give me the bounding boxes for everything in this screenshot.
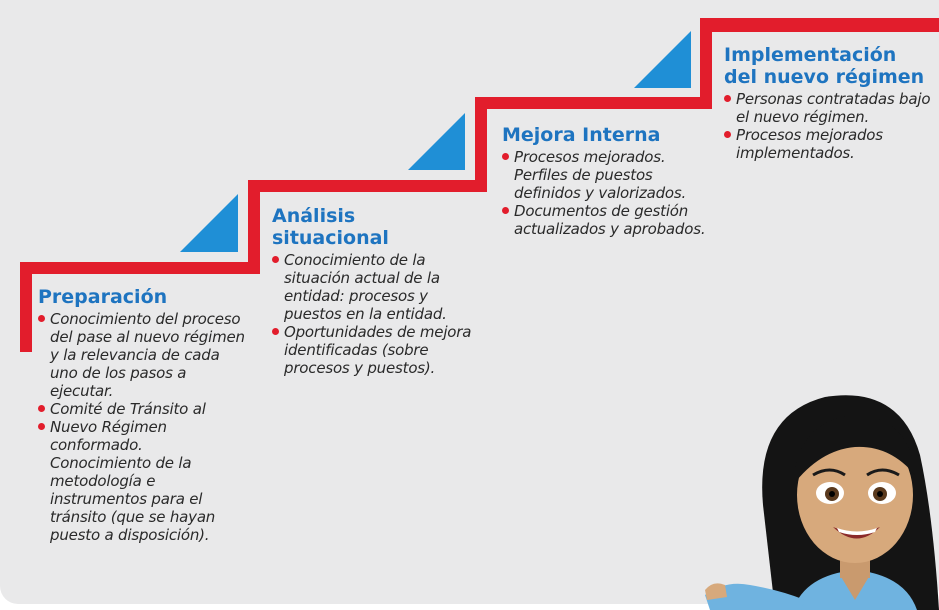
bullet-item: Procesos mejorados. Perfiles de puestos … (502, 148, 717, 202)
bullet-item: Procesos mejorados implementados. (724, 126, 934, 162)
step-mejora-interna: Mejora Interna Procesos mejorados. Perfi… (502, 124, 717, 238)
bullet-dot-icon (272, 328, 279, 335)
stair-line (20, 18, 939, 352)
bullet-item: Conocimiento del proceso del pase al nue… (38, 310, 248, 400)
step-items: Procesos mejorados. Perfiles de puestos … (502, 148, 717, 238)
bullet-dot-icon (38, 405, 45, 412)
step-items: Personas contratadas bajo el nuevo régim… (724, 90, 934, 162)
step-title: Implementación del nuevo régimen (724, 44, 925, 88)
bullet-dot-icon (38, 423, 45, 430)
step-triangle-2 (408, 113, 465, 170)
bullet-item: Personas contratadas bajo el nuevo régim… (724, 90, 934, 126)
bullet-item: Documentos de gestión actualizados y apr… (502, 202, 717, 238)
step-triangle-3 (634, 31, 691, 88)
step-triangle-1 (180, 194, 238, 252)
step-items: Conocimiento de la situación actual de l… (272, 251, 477, 377)
bullet-item: Conocimiento de la situación actual de l… (272, 251, 477, 323)
bullet-dot-icon (724, 131, 731, 138)
step-title: Mejora Interna (502, 124, 661, 146)
step-implementacion: Implementación del nuevo régimen Persona… (724, 44, 934, 162)
bullet-dot-icon (272, 256, 279, 263)
step-preparacion: Preparación Conocimiento del proceso del… (38, 286, 248, 544)
bullet-item: Comité de Tránsito al (38, 400, 248, 418)
woman-avatar-icon (705, 395, 939, 610)
bullet-dot-icon (38, 315, 45, 322)
bullet-dot-icon (502, 153, 509, 160)
step-analisis-situacional: Análisis situacional Conocimiento de la … (272, 205, 477, 377)
bullet-dot-icon (724, 95, 731, 102)
step-title: Análisis situacional (272, 205, 389, 249)
bullet-item: Nuevo Régimen conformado. Conocimiento d… (38, 418, 248, 544)
bullet-item: Oportunidades de mejora identificadas (s… (272, 323, 477, 377)
step-items: Conocimiento del proceso del pase al nue… (38, 310, 248, 544)
step-title: Preparación (38, 286, 168, 308)
bullet-dot-icon (502, 207, 509, 214)
